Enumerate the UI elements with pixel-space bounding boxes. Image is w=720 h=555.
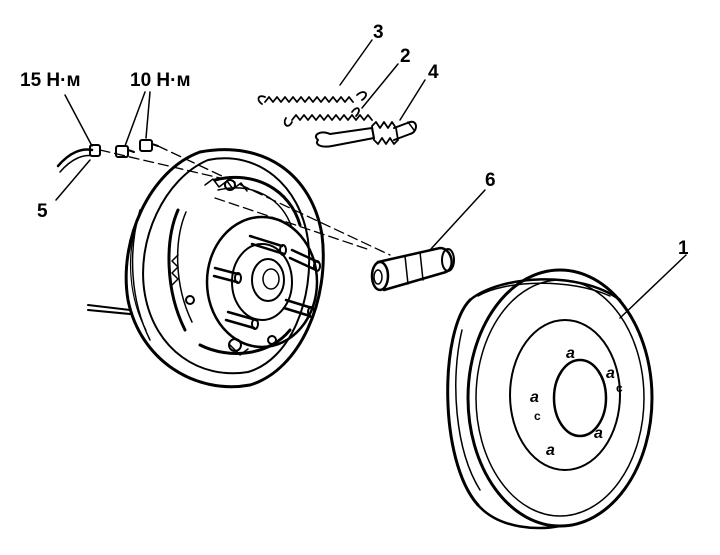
- label-part-2: 2: [400, 46, 411, 67]
- stud-hole-mark-right: a: [606, 365, 615, 382]
- assembly-axes: [99, 145, 391, 256]
- label-part-1: 1: [678, 238, 689, 259]
- wheel-stud-4: [282, 298, 315, 318]
- label-part-5: 5: [37, 201, 48, 222]
- cylinder-bolt-left: [115, 145, 135, 158]
- torque-label-cylinder-bolts: 10 Н·м: [130, 70, 191, 91]
- stud-hole-mark-top: a: [566, 345, 575, 362]
- return-spring-3: [257, 91, 367, 105]
- stud-hole-mark-lower-right: a: [594, 425, 603, 442]
- wheel-stud-3: [212, 266, 242, 284]
- wheel-stud-5: [224, 310, 259, 330]
- torque-label-brake-line: 15 Н·м: [20, 70, 81, 91]
- wheel-stud-1: [248, 234, 287, 256]
- drum-markings: a a c a c a a: [530, 345, 623, 459]
- small-hole-mark-right: c: [616, 381, 623, 395]
- small-hole-mark-left: c: [534, 409, 541, 423]
- stud-hole-mark-bottom: a: [546, 442, 555, 459]
- leader-lines: [55, 39, 687, 319]
- adjuster-strut: [314, 120, 417, 148]
- cylinder-bolt-right: [139, 139, 159, 152]
- brake-drum: [446, 268, 654, 530]
- wheel-stud-2: [288, 248, 321, 272]
- return-spring-2: [283, 107, 373, 127]
- wheel-cylinder: [370, 246, 455, 292]
- brake-line: [56, 144, 101, 173]
- stud-hole-mark-left: a: [530, 389, 539, 406]
- label-part-3: 3: [373, 22, 384, 43]
- label-part-4: 4: [428, 62, 439, 83]
- label-part-6: 6: [485, 170, 496, 191]
- backing-plate-assembly: [87, 148, 325, 389]
